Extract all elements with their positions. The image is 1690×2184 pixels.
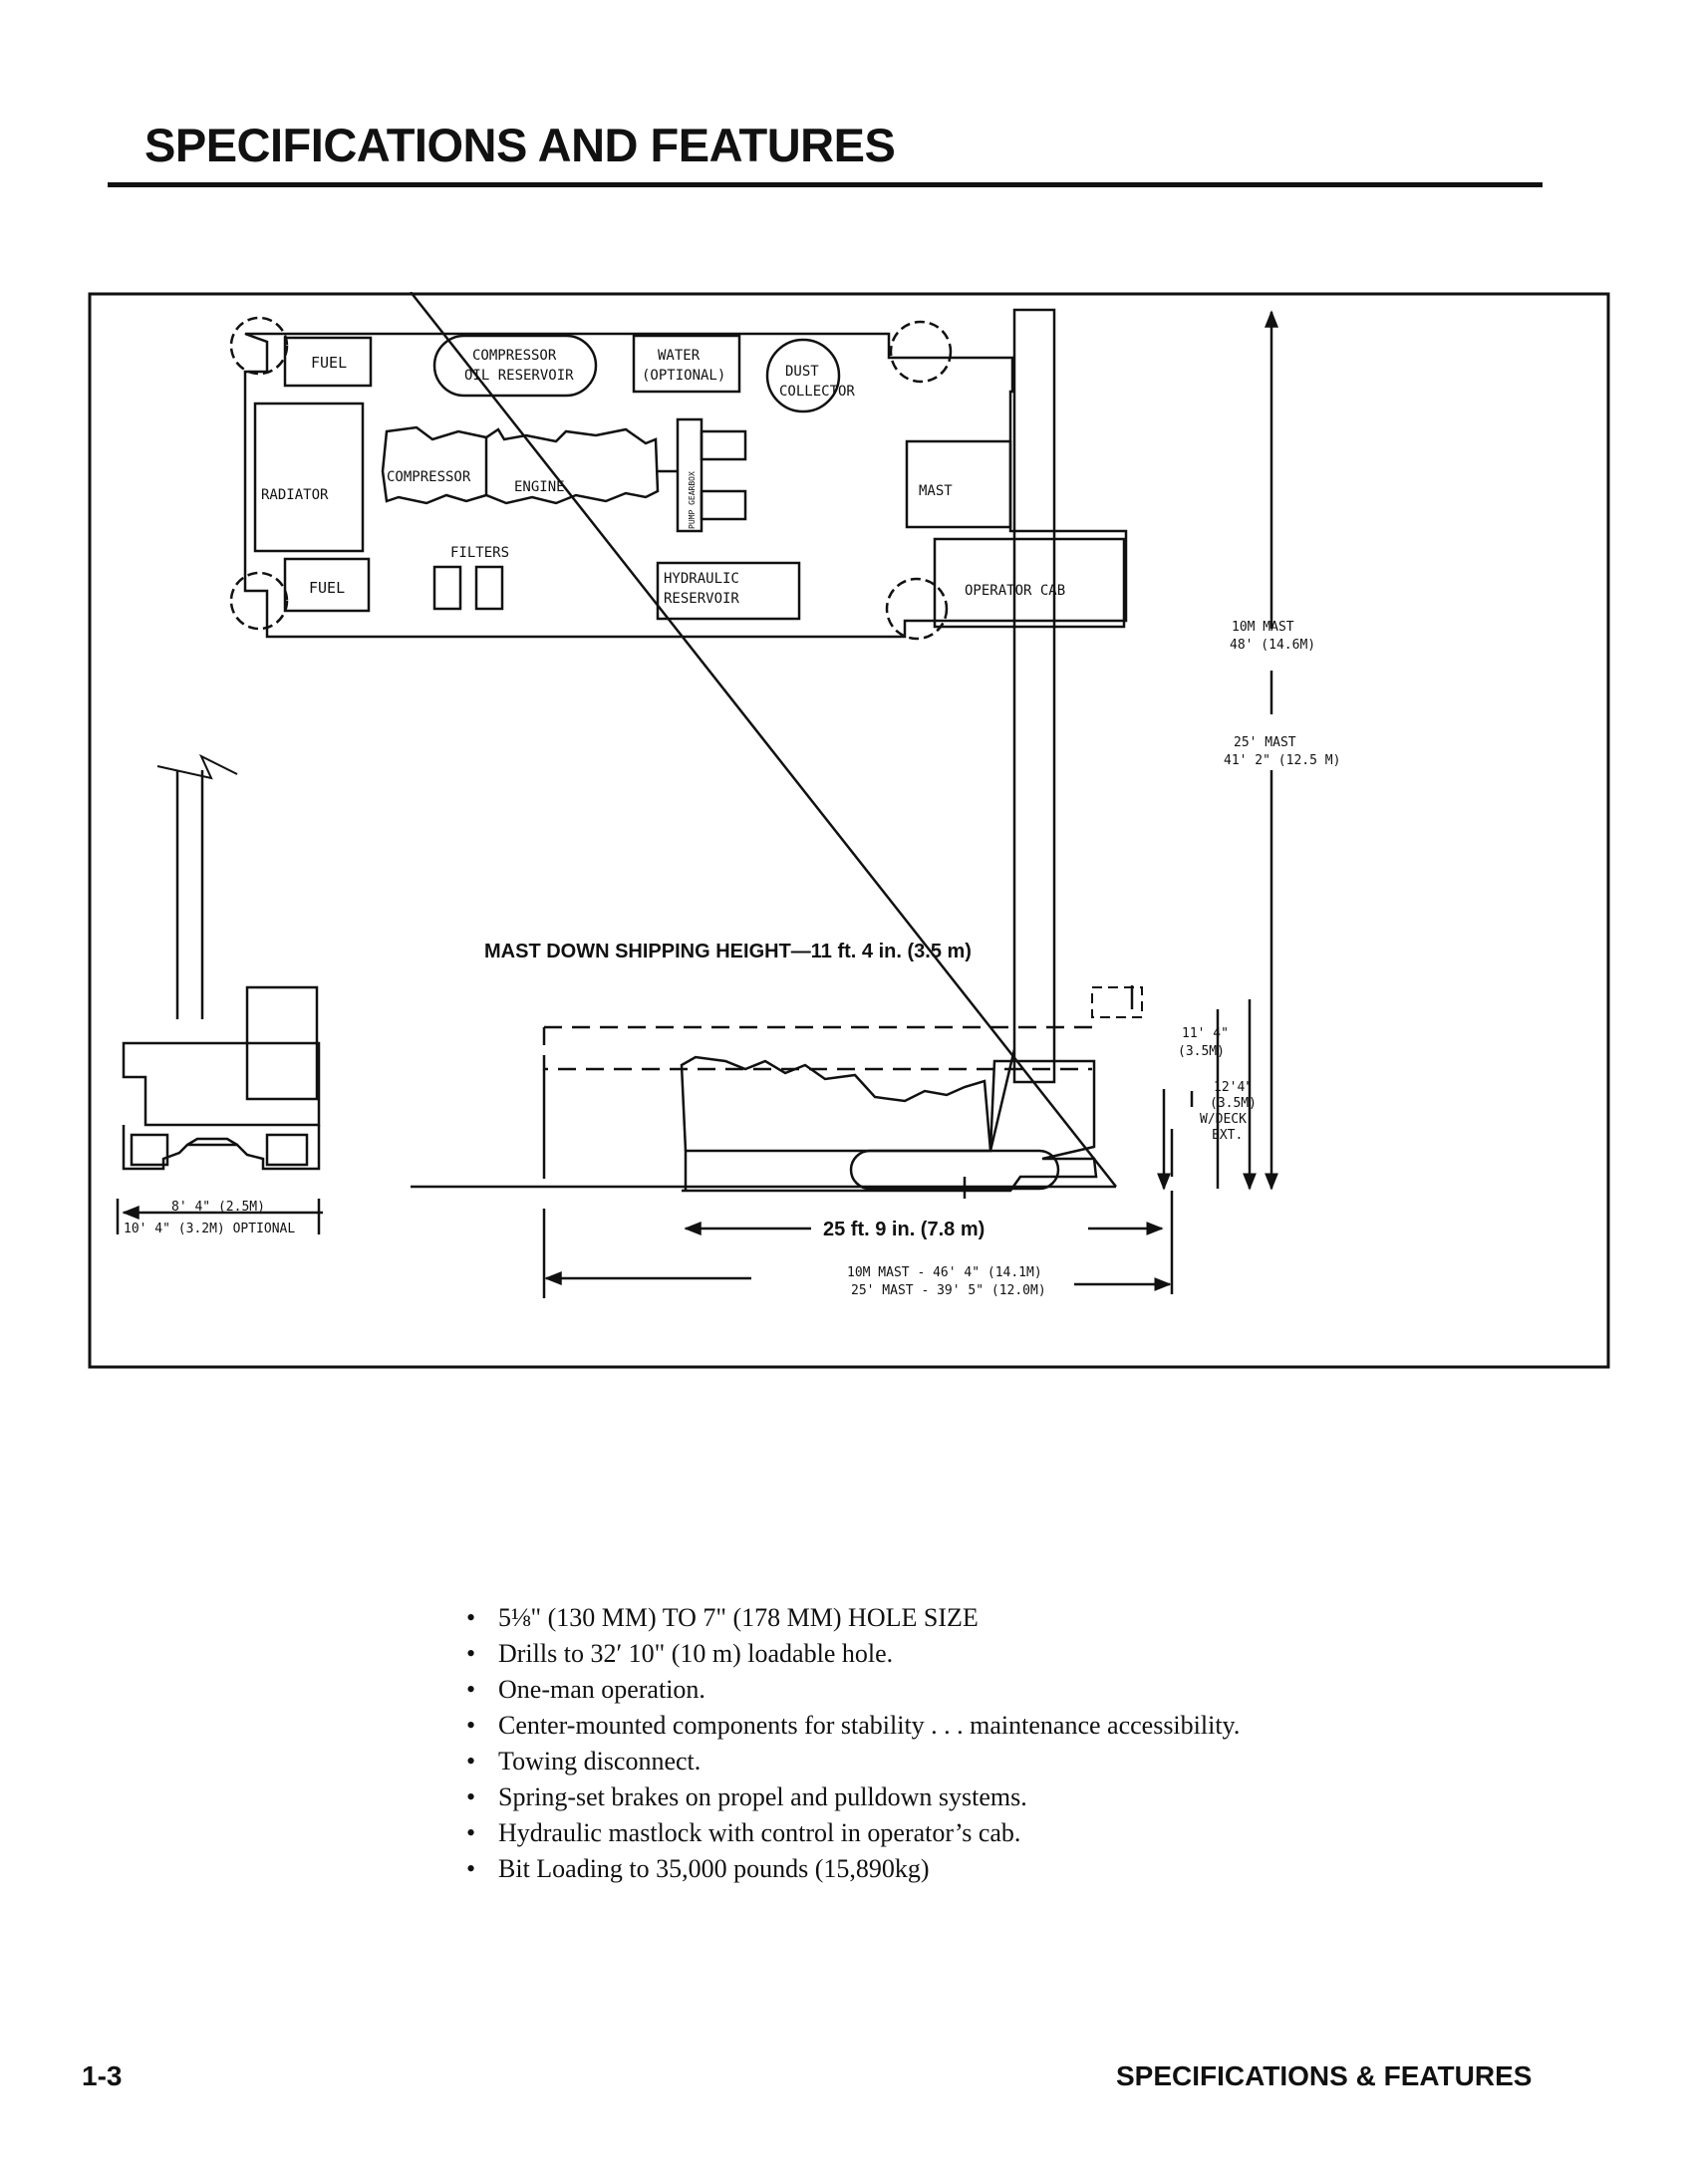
label-h124-4: EXT. bbox=[1212, 1128, 1243, 1143]
engine-compressor-outline bbox=[381, 425, 660, 505]
label-fuel-top: FUEL bbox=[311, 354, 347, 372]
compressor-oil-reservoir bbox=[432, 334, 598, 398]
label-overall-2: 25' MAST - 39' 5" (12.0M) bbox=[851, 1283, 1046, 1298]
diagram-frame bbox=[88, 292, 1610, 1369]
title-rule bbox=[108, 182, 1543, 187]
label-h124-2: (3.5M) bbox=[1210, 1096, 1257, 1111]
label-filters: FILTERS bbox=[450, 545, 509, 561]
feature-item: Bit Loading to 35,000 pounds (15,890kg) bbox=[450, 1851, 1240, 1887]
hydraulic-reservoir bbox=[656, 561, 801, 621]
label-h114-2: (3.5M) bbox=[1178, 1044, 1225, 1059]
label-compressor-oil-2: OIL RESERVOIR bbox=[464, 368, 574, 384]
feature-item: Spring-set brakes on propel and pulldown… bbox=[450, 1779, 1240, 1815]
fuel-tank-bottom bbox=[283, 557, 371, 613]
filter-2 bbox=[474, 565, 504, 611]
label-dust-1: DUST bbox=[785, 364, 819, 380]
label-hydraulic-1: HYDRAULIC bbox=[664, 571, 739, 587]
feature-item: 5⅛" (130 MM) TO 7" (178 MM) HOLE SIZE bbox=[450, 1600, 1240, 1636]
crawler-track bbox=[849, 1149, 1060, 1191]
label-mast-25-1: 25' MAST bbox=[1234, 735, 1296, 750]
label-overall-1: 10M MAST - 46' 4" (14.1M) bbox=[847, 1265, 1042, 1280]
ground-line bbox=[410, 292, 1117, 1188]
radiator bbox=[253, 402, 365, 553]
label-compressor-oil-1: COMPRESSOR bbox=[472, 348, 557, 364]
dust-collector bbox=[765, 338, 841, 413]
feature-item: One-man operation. bbox=[450, 1672, 1240, 1708]
feature-item: Towing disconnect. bbox=[450, 1744, 1240, 1779]
label-width-2: 10' 4" (3.2M) OPTIONAL bbox=[124, 1222, 295, 1236]
label-operator-cab: OPERATOR CAB bbox=[965, 583, 1065, 599]
label-h114-1: 11' 4" bbox=[1182, 1026, 1229, 1041]
label-pump-gearbox: PUMP GEARBOX bbox=[688, 471, 697, 529]
feature-item: Center-mounted components for stability … bbox=[450, 1708, 1240, 1744]
label-dust-2: COLLECTOR bbox=[779, 384, 855, 400]
label-mast: MAST bbox=[919, 483, 953, 499]
label-h124-1: 12'4" bbox=[1214, 1080, 1253, 1095]
label-water-1: WATER bbox=[658, 348, 701, 364]
label-mast-10m-2: 48' (14.6M) bbox=[1230, 638, 1315, 653]
specification-diagram: FUEL COMPRESSOR OIL RESERVOIR WATER (OPT… bbox=[88, 292, 1610, 1369]
label-width-1: 8' 4" (2.5M) bbox=[171, 1200, 265, 1215]
label-radiator: RADIATOR bbox=[261, 487, 329, 503]
label-fuel-bottom: FUEL bbox=[309, 579, 345, 597]
wheel-bottom-right bbox=[885, 577, 949, 641]
operator-cab bbox=[933, 537, 1126, 629]
feature-item: Hydraulic mastlock with control in opera… bbox=[450, 1815, 1240, 1851]
side-view bbox=[410, 292, 1174, 1298]
fuel-tank-top bbox=[283, 336, 373, 388]
label-shipping-height: MAST DOWN SHIPPING HEIGHT—11 ft. 4 in. (… bbox=[484, 941, 972, 962]
pump-gearbox bbox=[676, 417, 704, 533]
wheel-top-left bbox=[229, 316, 289, 376]
page-number: 1-3 bbox=[82, 2060, 123, 2091]
water-tank bbox=[632, 334, 741, 394]
label-track-length: 25 ft. 9 in. (7.8 m) bbox=[823, 1219, 985, 1240]
label-mast-25-2: 41' 2" (12.5 M) bbox=[1224, 753, 1340, 768]
footer-section-title: SPECIFICATIONS & FEATURES bbox=[1116, 2060, 1533, 2091]
label-compressor: COMPRESSOR bbox=[387, 469, 471, 485]
label-water-2: (OPTIONAL) bbox=[642, 368, 725, 384]
filter-1 bbox=[432, 565, 462, 611]
plan-view bbox=[229, 316, 1128, 641]
end-view bbox=[122, 753, 321, 1171]
wheel-top-right bbox=[889, 320, 953, 384]
feature-list: 5⅛" (130 MM) TO 7" (178 MM) HOLE SIZE Dr… bbox=[450, 1600, 1240, 1887]
wheel-bottom-left bbox=[229, 571, 289, 631]
label-engine: ENGINE bbox=[514, 479, 565, 495]
label-hydraulic-2: RESERVOIR bbox=[664, 591, 739, 607]
mast-block bbox=[905, 439, 1012, 529]
mast-up bbox=[1012, 308, 1056, 1084]
label-mast-10m-1: 10M MAST bbox=[1232, 620, 1294, 635]
label-h124-3: W/DECK bbox=[1200, 1112, 1247, 1127]
feature-item: Drills to 32′ 10" (10 m) loadable hole. bbox=[450, 1636, 1240, 1672]
page-title: SPECIFICATIONS AND FEATURES bbox=[144, 119, 896, 171]
